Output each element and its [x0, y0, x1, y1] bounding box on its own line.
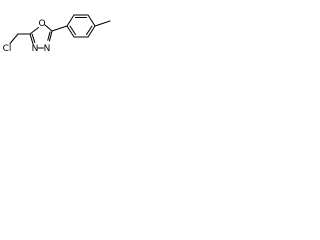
bond-n3-c2: [29, 33, 34, 45]
chemical-structure-diagram: Cl O N N: [3, 14, 111, 54]
bond-o-c5: [44, 24, 53, 32]
atom-label-ring-nitrogen-right: N: [44, 44, 51, 54]
bond-ar6-ar1: [66, 25, 75, 38]
bond-ar-inner-2: [85, 25, 93, 36]
atom-label-ring-nitrogen-left: N: [32, 44, 39, 54]
bond-cl-ch2: [9, 33, 19, 45]
bond-ar1-ar2: [66, 14, 75, 27]
bond-ar-methyl: [94, 20, 111, 27]
bond-c2-o: [29, 26, 40, 35]
bond-c5-aryl: [51, 25, 68, 32]
atom-label-chlorine: Cl: [3, 44, 12, 54]
bond-c5-n4-double: [47, 31, 51, 41]
bond-c5-n4: [48, 30, 53, 42]
bond-ar4-ar5: [87, 25, 96, 38]
bond-n3-c2-double: [31, 33, 36, 44]
atom-label-ring-oxygen: O: [38, 19, 45, 29]
bond-ar3-ar4: [87, 14, 96, 27]
bond-ar-inner-3: [69, 25, 77, 36]
